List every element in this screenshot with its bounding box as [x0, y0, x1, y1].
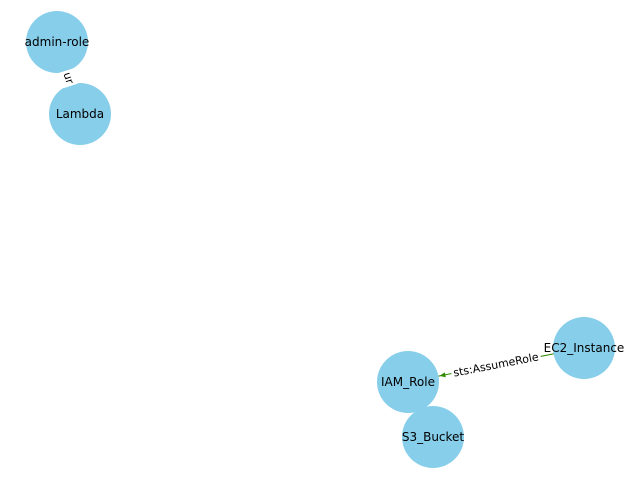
edges-layer	[56, 41, 585, 438]
arrowhead-ec2-instance-to-iam-role	[439, 372, 446, 378]
edge-label: ur	[61, 71, 77, 86]
edge-label-background	[58, 68, 79, 89]
node-admin-role	[26, 11, 88, 73]
node-s3-bucket	[402, 406, 464, 468]
edge-label-group: ur	[58, 68, 79, 89]
node-label-s3-bucket: S3_Bucket	[402, 430, 465, 444]
edge-label-background	[450, 348, 543, 381]
node-label-admin-role: admin-role	[25, 35, 90, 49]
edge-labels-layer: ur sts:AssumeRole	[58, 68, 543, 381]
node-label-ec2-instance: EC2_Instance	[544, 341, 625, 355]
edge-label: sts:AssumeRole	[452, 350, 540, 379]
node-iam-role	[377, 351, 439, 413]
node-label-iam-role: IAM_Role	[381, 375, 435, 389]
node-label-lambda: Lambda	[56, 107, 104, 121]
nodes-layer: admin-roleLambdaEC2_InstanceIAM_RoleS3_B…	[25, 11, 625, 468]
node-lambda	[49, 83, 111, 145]
edge-label-group: sts:AssumeRole	[450, 348, 543, 381]
node-ec2-instance	[553, 317, 615, 379]
